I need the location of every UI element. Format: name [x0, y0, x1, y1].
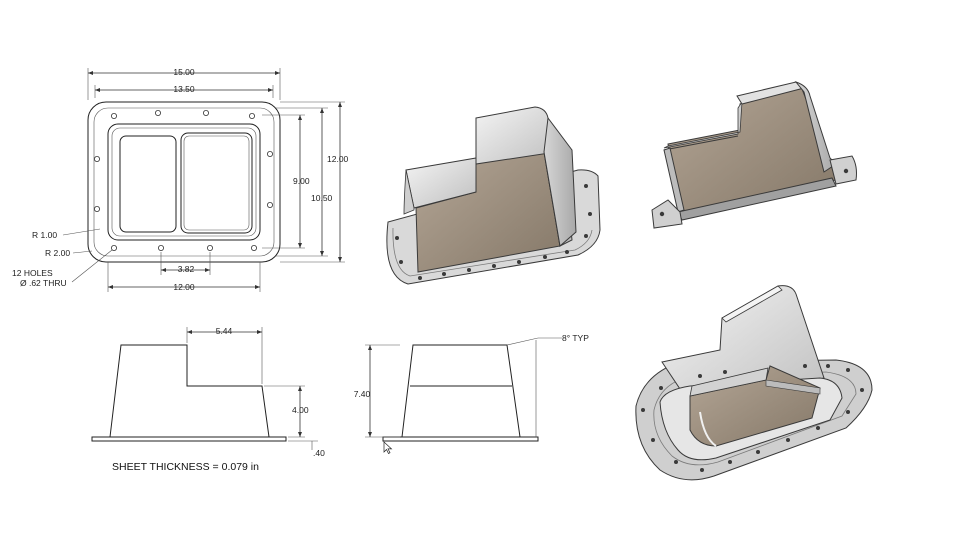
holes-note-line2: Ø .62 THRU [20, 278, 67, 288]
dim-side-height: 7.40 [354, 389, 371, 399]
pocket-outline [107, 123, 261, 241]
side-flange [382, 436, 539, 442]
dim-angle: 8° TYP [562, 333, 589, 343]
dim-hole-pitch: 3.82 [178, 264, 195, 274]
iso1-holes [395, 184, 592, 280]
flange-outline [87, 101, 281, 263]
dim-bottom-width: 12.00 [173, 282, 195, 292]
dim-radius-2: R 2.00 [45, 248, 70, 258]
holes-note-line1: 12 HOLES [12, 268, 53, 278]
dim-step-width: 5.44 [216, 326, 233, 336]
iso2-right-tab [829, 155, 857, 185]
iso-view-front [386, 106, 601, 285]
iso-view-bottom [635, 285, 873, 481]
sheet-thickness-note: SHEET THICKNESS = 0.079 in [112, 461, 259, 473]
dim-flange: .40 [313, 448, 325, 458]
side-profile [401, 344, 521, 438]
iso3-holes [641, 364, 864, 472]
iso-view-section [651, 80, 857, 229]
dim-step-height: 4.00 [292, 405, 309, 415]
iso2-left-tab [651, 199, 683, 229]
well-left [119, 135, 177, 233]
front-view: 5.44 4.00 .40 SHEET THICKNESS = 0.079 in [91, 326, 325, 473]
well-right [180, 132, 253, 234]
dim-inner-width: 13.50 [173, 84, 195, 94]
front-profile [109, 344, 270, 438]
dim-mid-height: 10.50 [311, 193, 333, 203]
dim-radius-1: R 1.00 [32, 230, 57, 240]
top-view: 15.00 13.50 9.00 10.50 12.00 R 1.00 R 2.… [12, 67, 349, 292]
mouse-cursor-icon [383, 441, 393, 454]
flange-holes [94, 110, 273, 251]
dim-overall-height: 12.00 [327, 154, 349, 164]
dim-inner-height: 9.00 [293, 176, 310, 186]
side-view: 7.40 8° TYP [354, 333, 589, 454]
front-flange [91, 436, 287, 442]
dim-overall-width: 15.00 [173, 67, 195, 77]
